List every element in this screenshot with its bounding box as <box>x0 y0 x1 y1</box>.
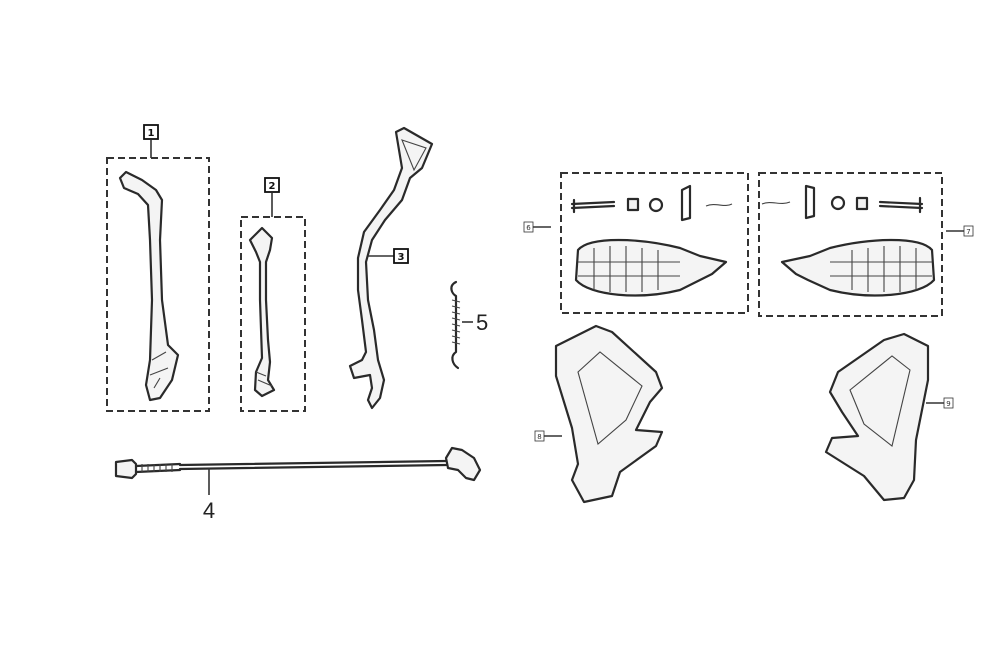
part-7-bracket <box>804 184 816 220</box>
part-1-callout-box <box>143 124 159 140</box>
part-8-callout: 8 <box>537 433 541 441</box>
part-3-shift-lever <box>348 126 434 410</box>
part-7-dashed-box <box>758 172 943 317</box>
part-2-dashed-box <box>240 216 306 412</box>
part-9-callout: 9 <box>946 400 950 408</box>
part-3-callout-box <box>393 248 409 264</box>
part-7-washer <box>855 196 869 211</box>
part-2-callout-box <box>264 177 280 193</box>
part-5-group: 5 <box>450 280 488 370</box>
part-6-clip <box>705 203 733 207</box>
part-8-group: 8 <box>534 324 664 504</box>
part-4-group: 4 <box>114 446 482 523</box>
part-9-group: 9 <box>824 332 954 502</box>
part-5-callout: 5 <box>476 310 488 335</box>
part-2-group: 2 <box>240 177 306 412</box>
part-6-dashed-box <box>560 172 749 314</box>
part-9-bracket <box>824 332 930 502</box>
part-4-threads <box>141 464 173 472</box>
part-6-footpeg-grid <box>578 246 680 292</box>
part-2-callout: 2 <box>269 181 276 192</box>
part-4-rod-end-right <box>444 446 482 482</box>
part-3-callout: 3 <box>398 252 405 263</box>
part-8-cutout <box>577 351 643 445</box>
part-5-coils <box>451 299 461 345</box>
part-2-detail <box>255 371 273 387</box>
part-7-footpeg-grid <box>830 246 932 292</box>
part-4-rod-end-left <box>114 458 138 480</box>
part-6-bracket <box>680 184 692 222</box>
part-4-callout: 4 <box>203 498 215 523</box>
part-6-ring <box>648 197 664 213</box>
part-7-pin <box>878 196 924 214</box>
part-8-bracket <box>554 324 664 504</box>
part-1-lever <box>118 170 180 402</box>
part-6-footpeg <box>574 238 728 297</box>
part-5-spring <box>450 280 460 370</box>
part-7-ring <box>830 195 846 211</box>
part-7-callout-box <box>963 225 974 237</box>
part-9-callout-box <box>943 397 954 409</box>
part-2-pedal <box>248 226 276 398</box>
part-7-footpeg <box>780 238 936 297</box>
part-9-cutout <box>849 355 911 447</box>
part-6-pin <box>570 198 616 214</box>
part-8-callout-box <box>534 430 545 442</box>
part-4-rod <box>178 459 448 471</box>
part-6-callout: 6 <box>526 224 531 232</box>
part-6-group: 6 <box>523 172 749 314</box>
part-1-callout: 1 <box>148 128 155 139</box>
part-7-callout: 7 <box>966 228 970 236</box>
part-4-threaded-section <box>134 462 182 474</box>
part-1-dashed-box <box>106 157 210 412</box>
part-6-callout-box <box>523 221 534 233</box>
part-3-group: 3 <box>348 126 434 410</box>
part-3-pedal-loop <box>401 139 427 172</box>
part-1-detail <box>149 351 169 389</box>
part-7-group: 7 <box>758 172 974 317</box>
part-1-group: 1 <box>106 124 210 412</box>
part-7-clip <box>761 201 791 205</box>
part-6-washer <box>626 197 640 212</box>
